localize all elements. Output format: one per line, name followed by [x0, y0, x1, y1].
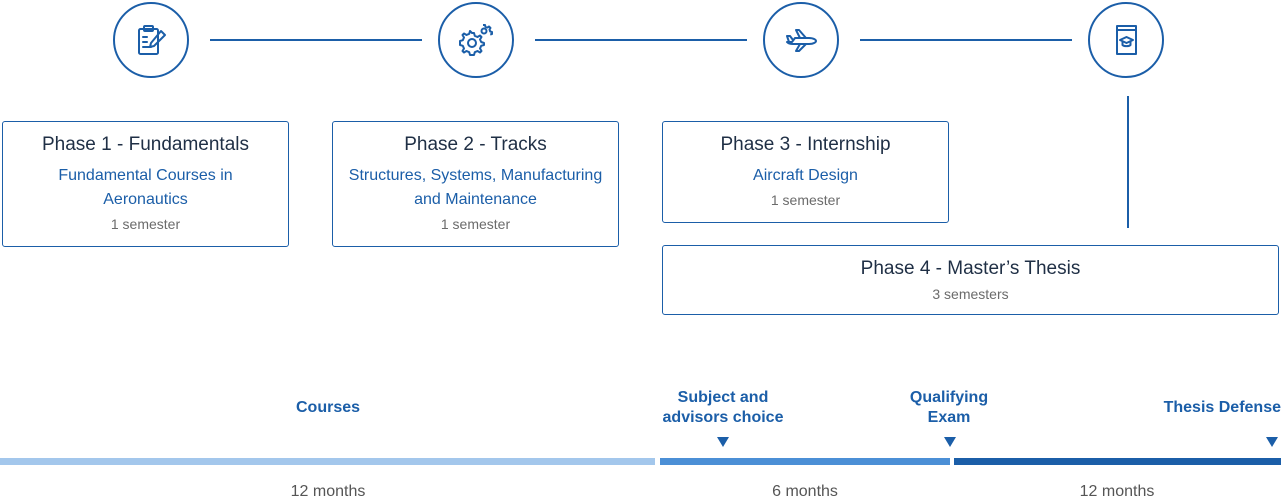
phase-title: Phase 4 - Master’s Thesis: [860, 258, 1081, 279]
phase-duration: 3 semesters: [932, 286, 1009, 302]
milestone-marker: [944, 437, 956, 447]
phase-title: Phase 2 - Tracks: [404, 134, 547, 155]
phase1-card: Phase 1 - Fundamentals Fundamental Cours…: [2, 121, 289, 247]
segment-duration: 12 months: [290, 483, 366, 500]
phase4-icon-circle: [1088, 2, 1164, 78]
connector-line: [535, 39, 747, 41]
graduation-book-icon: [1116, 25, 1137, 55]
segment-duration: 6 months: [772, 483, 838, 500]
phase1-icon-circle: [113, 2, 189, 78]
phase3-icon-circle: [763, 2, 839, 78]
milestone-marker: [1266, 437, 1278, 447]
milestone-subject-label: Subject and advisors choice: [662, 389, 784, 426]
courses-label: Courses: [295, 399, 361, 416]
connector-line: [860, 39, 1072, 41]
phase-subtitle: Structures, Systems, Manufacturing and M…: [348, 167, 603, 208]
phase3-card: Phase 3 - Internship Aircraft Design 1 s…: [662, 121, 949, 223]
phase-subtitle: Aircraft Design: [753, 167, 858, 184]
phase-duration: 1 semester: [110, 216, 181, 232]
milestone-defense-label: Thesis Defense: [1163, 399, 1281, 416]
phase2-icon-circle: [438, 2, 514, 78]
timeline-segment-thesis: [954, 458, 1281, 465]
milestone-marker: [717, 437, 729, 447]
phase2-card: Phase 2 - Tracks Structures, Systems, Ma…: [332, 121, 619, 247]
milestone-qualifying-label: Qualifying Exam: [909, 389, 989, 426]
phase4-card: Phase 4 - Master’s Thesis 3 semesters: [662, 245, 1279, 315]
connector-line: [210, 39, 422, 41]
clipboard-pencil-icon: [138, 25, 166, 55]
gears-icon: [459, 24, 493, 56]
phase-title: Phase 3 - Internship: [720, 134, 891, 155]
phase-subtitle: Fundamental Courses in Aeronautics: [58, 167, 233, 208]
phase-duration: 1 semester: [770, 192, 841, 208]
phase-duration: 1 semester: [440, 216, 511, 232]
timeline-segment-middle: [660, 458, 950, 465]
segment-duration: 12 months: [1079, 483, 1155, 500]
phase-title: Phase 1 - Fundamentals: [41, 134, 249, 155]
timeline-segment-courses: [0, 458, 655, 465]
airplane-icon: [786, 29, 817, 52]
connector-line-vertical: [1127, 96, 1129, 228]
